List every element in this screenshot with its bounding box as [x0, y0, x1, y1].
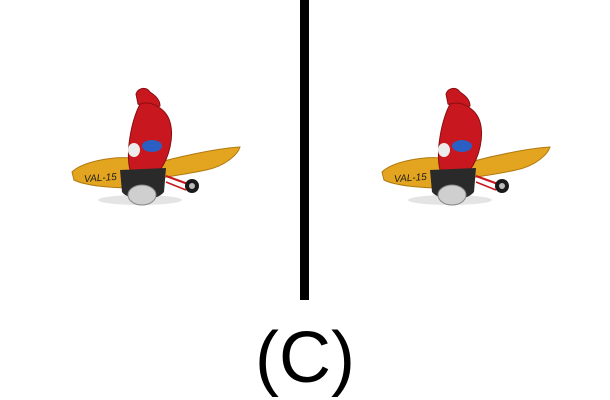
wing-marking-right: VAL-15 [394, 172, 428, 185]
toy-airplane-image-right: VAL-15 [381, 87, 551, 206]
left-image-panel: VAL-15 [0, 0, 300, 300]
right-image-panel: VAL-15 [310, 0, 610, 300]
vertical-divider [300, 0, 309, 300]
figure-caption: (C) [255, 318, 355, 398]
toy-airplane-image-left: VAL-15 [71, 87, 241, 206]
wing-marking-left: VAL-15 [84, 172, 118, 185]
